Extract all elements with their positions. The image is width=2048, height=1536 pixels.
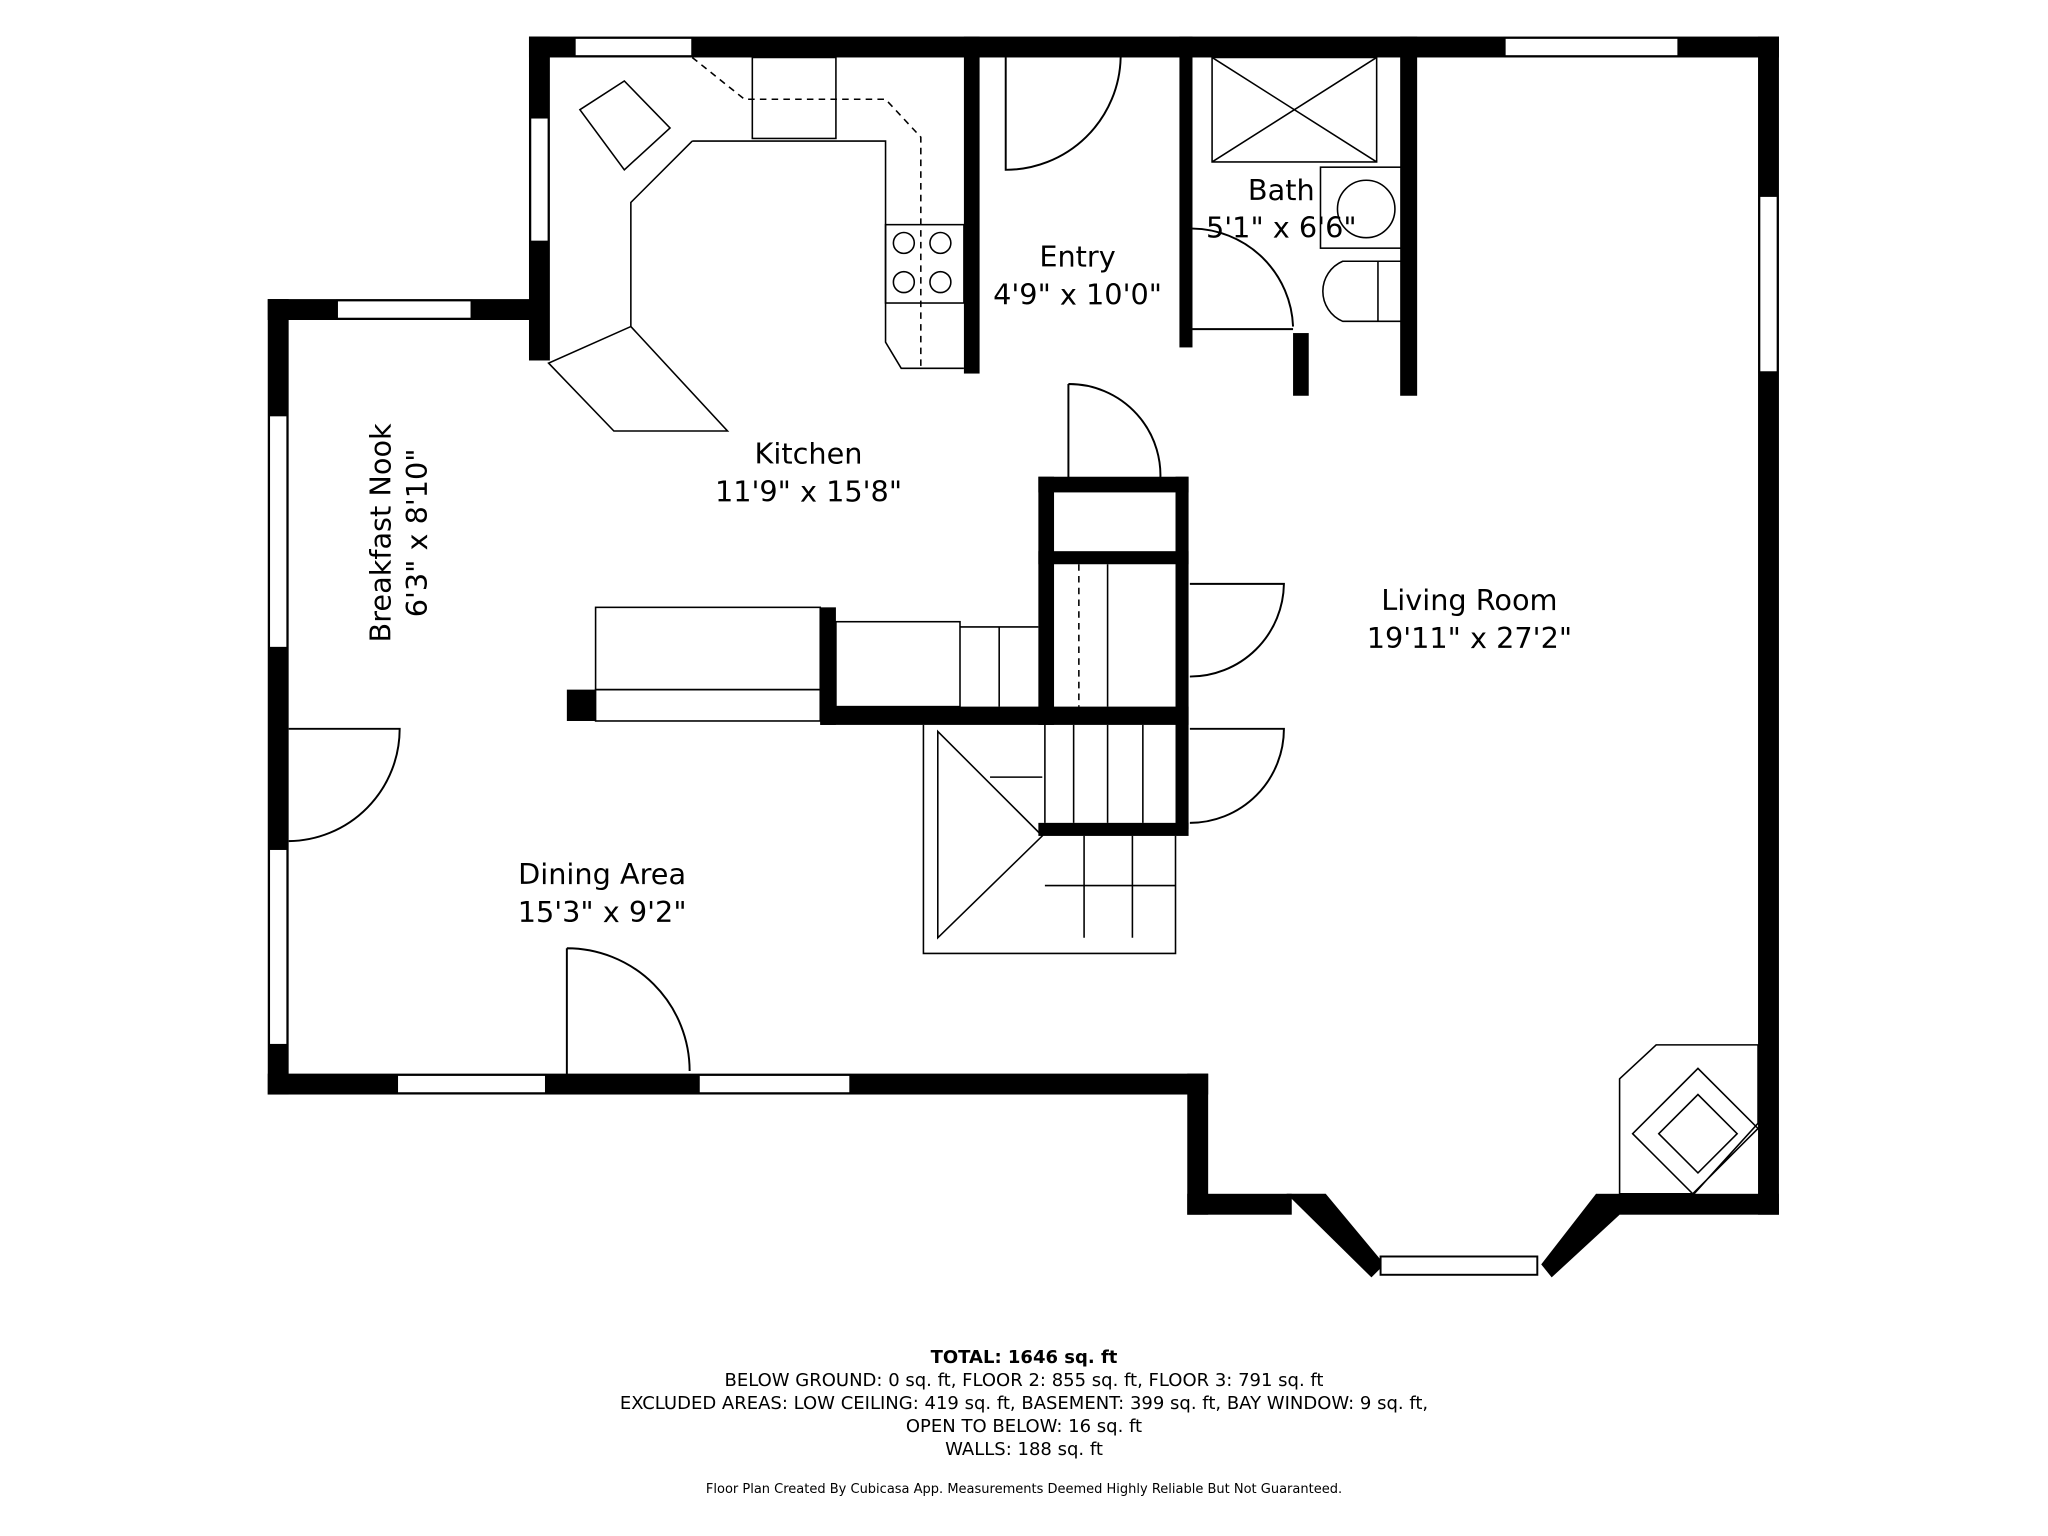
- stove-icon: [884, 223, 965, 304]
- living-room-name: Living Room: [1381, 583, 1557, 617]
- doors: [288, 38, 1295, 1093]
- breakfast-nook-name: Breakfast Nook: [364, 423, 398, 642]
- bath-size: 5'1" x 6'6": [1206, 211, 1357, 245]
- area-summary: TOTAL: 1646 sq. ft BELOW GROUND: 0 sq. f…: [0, 1346, 2048, 1501]
- sink-icon: [578, 79, 672, 171]
- fixtures: [547, 56, 1760, 1195]
- bath-door: [1192, 227, 1295, 331]
- peninsula: [594, 606, 822, 691]
- dining-area-size: 15'3" x 9'2": [518, 895, 687, 929]
- closet-door: [1067, 383, 1162, 487]
- fireplace-icon: [1618, 1044, 1760, 1195]
- stairs: [922, 626, 1177, 955]
- credit-note: Floor Plan Created By Cubicasa App. Meas…: [705, 1482, 1343, 1497]
- bath-name: Bath: [1248, 173, 1315, 207]
- living-door-upper: [1189, 582, 1285, 678]
- walls-area: WALLS: 188 sq. ft: [945, 1439, 1103, 1460]
- living-door-lower: [1189, 727, 1285, 824]
- kitchen-size: 11'9" x 15'8": [715, 475, 902, 509]
- room-labels: Bath 5'1" x 6'6" Entry 4'9" x 10'0" Kitc…: [364, 173, 1573, 929]
- breakfast-nook-size: 6'3" x 8'10": [400, 448, 434, 617]
- kitchen-name: Kitchen: [755, 437, 863, 471]
- windows: [268, 36, 1779, 1276]
- total-area: TOTAL: 1646 sq. ft: [930, 1347, 1118, 1368]
- dining-area-name: Dining Area: [518, 857, 686, 891]
- shower-icon: [1211, 56, 1378, 163]
- toilet-icon: [1322, 260, 1402, 323]
- kitchen-counter: [547, 140, 964, 432]
- floor-areas: BELOW GROUND: 0 sq. ft, FLOOR 2: 855 sq.…: [724, 1370, 1324, 1391]
- nook-door: [288, 727, 401, 843]
- excluded-areas: EXCLUDED AREAS: LOW CEILING: 419 sq. ft,…: [619, 1393, 1429, 1414]
- living-room-size: 19'11" x 27'2": [1367, 621, 1572, 655]
- entry-size: 4'9" x 10'0": [993, 277, 1162, 311]
- open-to-below: OPEN TO BELOW: 16 sq. ft: [905, 1416, 1143, 1437]
- entry-name: Entry: [1039, 239, 1115, 273]
- vanity-icon: [1319, 166, 1403, 249]
- dining-door: [565, 947, 691, 1093]
- entry-door: [1004, 38, 1122, 171]
